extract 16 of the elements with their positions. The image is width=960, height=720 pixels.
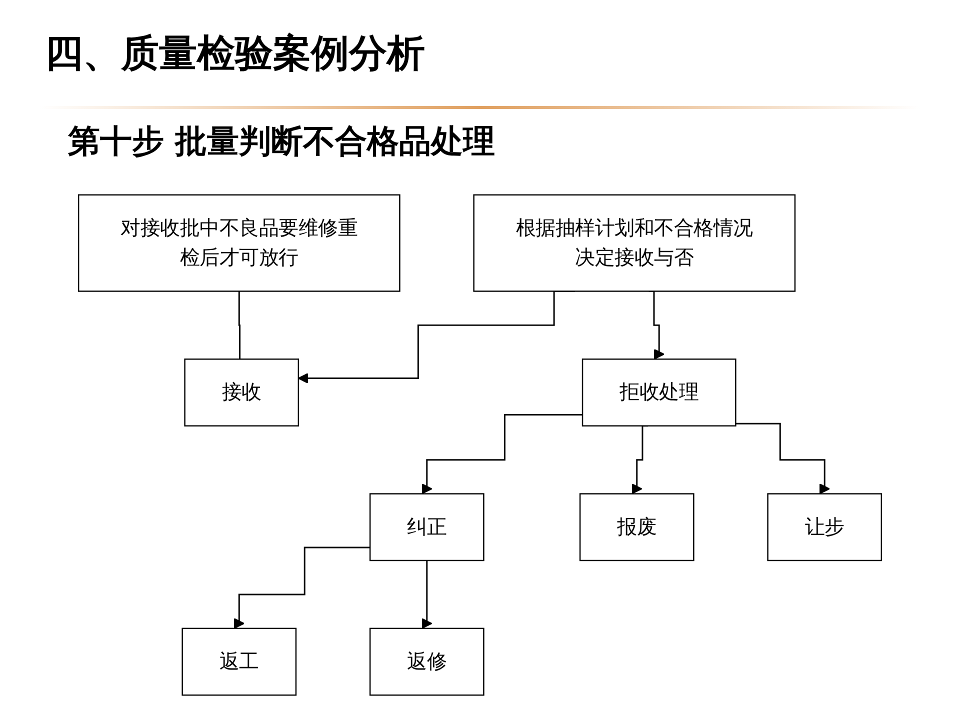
node-box: 对接收批中不良品要维修重检后才可放行: [78, 194, 400, 292]
arrow: [234, 546, 370, 629]
node-box: 根据抽样计划和不合格情况决定接收与否: [473, 194, 796, 292]
node-box: 让步: [767, 493, 882, 562]
slide-title: 四、质量检验案例分析: [45, 30, 425, 77]
node-box: 接收: [184, 358, 300, 426]
node-box: 报废: [579, 493, 694, 562]
connector: [238, 290, 241, 360]
slide-subtitle: 第十步 批量判断不合格品处理: [68, 121, 496, 162]
node-box: 纠正: [369, 493, 484, 562]
arrow: [736, 422, 830, 494]
node-box: 拒收处理: [582, 358, 736, 426]
node-box: 返修: [369, 628, 484, 696]
arrow: [421, 414, 583, 494]
node-box: 返工: [182, 628, 297, 696]
arrow: [421, 560, 432, 629]
